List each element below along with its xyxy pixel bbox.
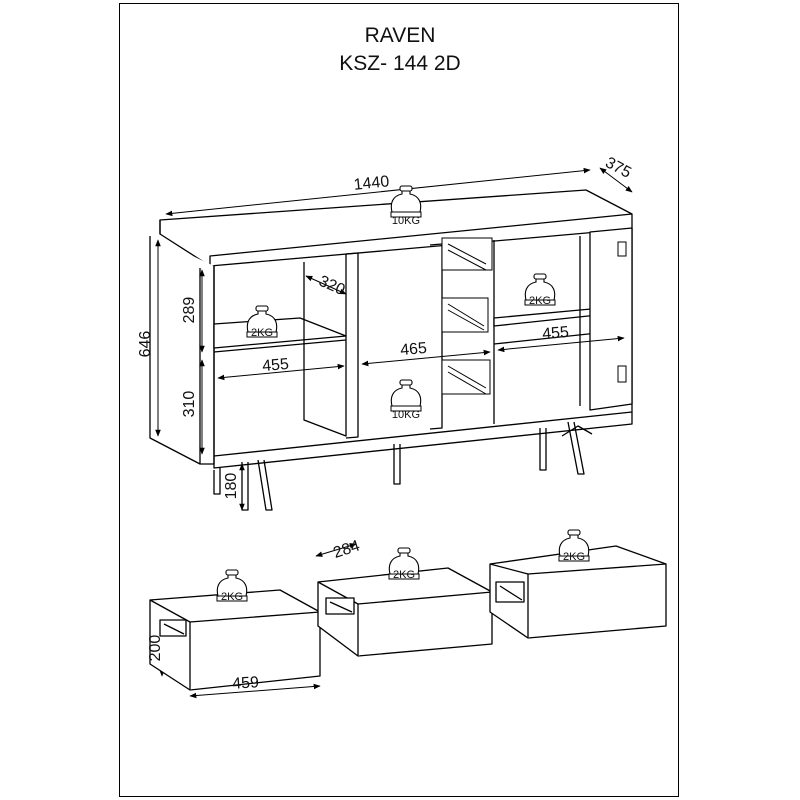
shelf-load-right-label: 2KG xyxy=(529,295,551,307)
model-code: KSZ- 144 2D xyxy=(339,52,461,75)
middle-section-width-label: 465 xyxy=(400,340,428,359)
right-section-width-label: 455 xyxy=(542,324,570,343)
cabinet-height-label: 646 xyxy=(137,331,154,358)
inner-depth-label: 320 xyxy=(316,273,347,299)
drawer-height-label: 200 xyxy=(147,635,164,662)
left-section-width-label: 455 xyxy=(262,356,290,375)
drawer-slide xyxy=(441,237,493,395)
door-hinge xyxy=(617,241,627,383)
upper-height-label: 289 xyxy=(181,297,198,324)
top-load-label: 10KG xyxy=(392,215,420,227)
shelf-load-left-label: 2KG xyxy=(251,327,273,339)
cabinet-drawing xyxy=(149,189,633,511)
leg-height-label: 180 xyxy=(223,473,240,500)
lower-height-label: 310 xyxy=(181,391,198,418)
drawers xyxy=(149,545,667,691)
bottom-load-label: 10KG xyxy=(392,409,420,421)
drawer-width-label: 459 xyxy=(232,674,260,693)
drawer-load-label: 2KG xyxy=(393,569,415,581)
drawer-load-label: 2KG xyxy=(563,551,585,563)
drawer-depth-label: 284 xyxy=(331,537,362,561)
drawer-load-label: 2KG xyxy=(221,591,243,603)
cabinet-depth-label: 375 xyxy=(602,154,634,182)
cabinet-width-label: 1440 xyxy=(353,173,390,194)
product-name: RAVEN xyxy=(364,24,436,47)
